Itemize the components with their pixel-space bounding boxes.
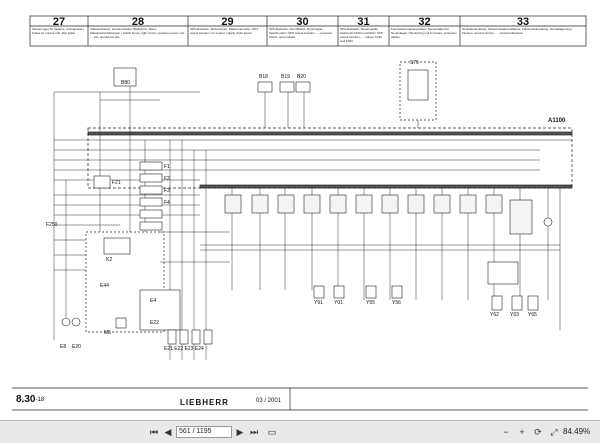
component-label-f21: F21: [112, 180, 121, 186]
fullscreen-icon[interactable]: ⤢: [550, 427, 558, 437]
bus-label: A1100: [548, 118, 566, 124]
component-label-y56: Y56: [392, 300, 401, 306]
page-number-input[interactable]: 561 / 1195: [176, 426, 232, 438]
component-label-b20: B20: [297, 74, 306, 80]
column-number: 27: [52, 16, 66, 28]
footer-frame: [12, 387, 588, 411]
component-label-f4: F4: [164, 200, 170, 206]
first-page-icon[interactable]: ⏮: [149, 427, 159, 437]
component-label-y62: Y62: [490, 312, 499, 318]
column-description: Fernbedienungsanschluss, Sensorkabel für…: [391, 27, 457, 39]
zoom-out-icon[interactable]: −: [503, 427, 509, 437]
wiring-diagram: [12, 15, 588, 411]
column-number: 29: [221, 16, 234, 28]
component-label-f1: F1: [164, 164, 170, 170]
valve-coils: [61, 217, 553, 329]
viewer-toolbar: ⏮ ◀ 561 / 1195 ▶ ⏭ ▭ − + ⟳ ⤢ 84.49%: [0, 420, 600, 443]
component-label-e8: E8: [60, 344, 67, 350]
bottom-connectors: [167, 261, 519, 345]
component-label-k2: K2: [106, 257, 113, 263]
zoom-level: 84.49%: [563, 427, 591, 436]
component-label-e44: E44: [100, 283, 109, 289]
column-number: 28: [131, 16, 145, 28]
column-number: 33: [516, 16, 530, 28]
component-label-e4: E4: [150, 298, 157, 304]
column-description: Neutrale-Endstufe, Sicherheitsabschaltkr…: [462, 27, 573, 35]
column-description: SPS-Endstufe, Durchflüsse, Druckregler, …: [269, 27, 333, 39]
vertical-wires: [53, 84, 561, 360]
component-label-y91: Y91: [314, 300, 323, 306]
component-label-b80: B80: [121, 80, 130, 86]
prev-page-icon[interactable]: ◀: [164, 427, 172, 437]
brand-logo: LIEBHERR: [180, 398, 229, 407]
page-number: 8.30-18: [16, 394, 45, 405]
column-description: Sicherungen für Tastatur, Anzeigeteile /…: [32, 27, 84, 35]
column-number: 31: [357, 16, 370, 28]
column-description: SPS-Endstufe, Steuerventile, Stellventil…: [340, 27, 383, 43]
column-number: 32: [418, 16, 431, 28]
component-label-s75: S75: [410, 60, 419, 66]
next-page-icon[interactable]: ▶: [236, 427, 244, 437]
column-number: 30: [296, 16, 309, 28]
component-label-f250: F250: [46, 222, 58, 228]
component-label-b18: B18: [259, 74, 268, 80]
fit-page-icon[interactable]: ▭: [267, 427, 277, 437]
component-label-b19: B19: [281, 74, 290, 80]
component-label-y55: Y55: [366, 300, 375, 306]
rotate-icon[interactable]: ⟳: [534, 427, 542, 437]
component-label-y01: Y01: [334, 300, 343, 306]
header-block: [29, 15, 587, 47]
column-description: SPS-Endstufe, Sicherrichter, Platinenanr…: [190, 27, 259, 35]
component-label-e21-24: E21 E22 E23 E24: [164, 346, 204, 352]
column-description: Kabelschlüssel, Sonderschalter, Bildschi…: [90, 27, 186, 39]
last-page-icon[interactable]: ⏭: [249, 427, 259, 437]
component-label-e22: E22: [150, 320, 159, 326]
component-label-y65: Y65: [528, 312, 537, 318]
component-label-y63: Y63: [510, 312, 519, 318]
revision-date: 03 / 2001: [256, 398, 282, 404]
output-modules: [224, 194, 533, 235]
component-label-f3: F3: [164, 188, 170, 194]
component-label-m5: M5: [104, 330, 111, 336]
signal-lines: [54, 91, 572, 271]
component-label-e20: E20: [72, 344, 81, 350]
component-label-f2: F2: [164, 176, 170, 182]
schematic-sheet: 27 28 29 30 31 32 33 Sicherungen für Tas…: [0, 0, 600, 420]
relays-fuses: [93, 67, 429, 331]
zoom-in-icon[interactable]: +: [519, 427, 525, 437]
